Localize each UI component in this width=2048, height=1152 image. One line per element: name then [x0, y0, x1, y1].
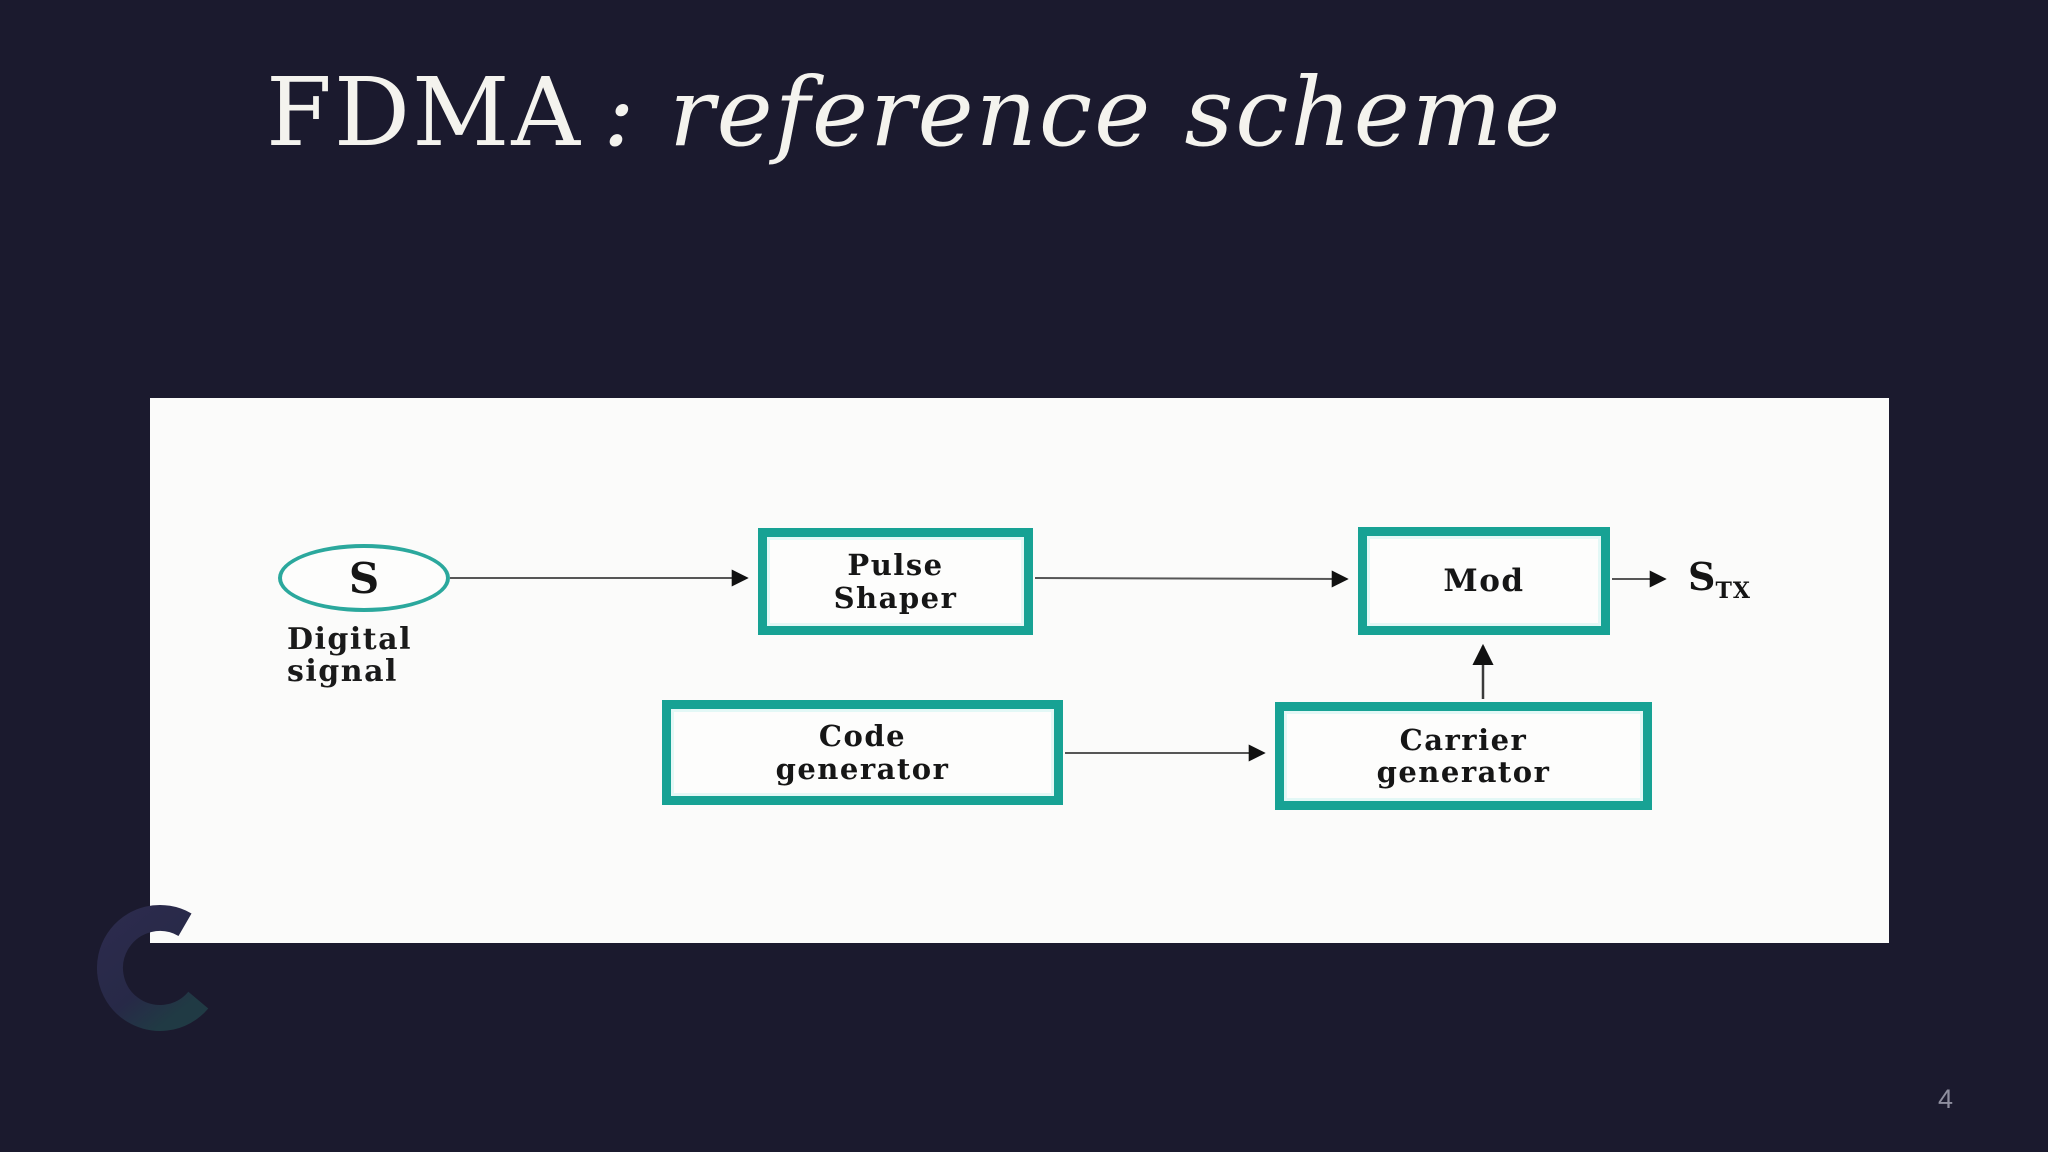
title-suffix: : reference scheme — [602, 58, 1563, 168]
block-diagram-panel: S Digital signal Pulse Shaper Mod Code g… — [150, 398, 1889, 943]
node-mod: Mod — [1358, 527, 1610, 635]
title-prefix: FDMA — [266, 58, 582, 168]
page-number: 4 — [1938, 1084, 1954, 1114]
digital-signal-caption: Digital signal — [287, 622, 412, 690]
node-source-label: S — [348, 553, 380, 603]
node-code-generator-label: Code generator — [775, 719, 950, 786]
node-mod-label: Mod — [1443, 562, 1525, 599]
node-carrier-generator-label: Carrier generator — [1376, 722, 1551, 789]
node-carrier-generator: Carrier generator — [1275, 702, 1652, 810]
output-signal-subscript: TX — [1715, 578, 1751, 604]
crescent-decoration-icon — [96, 905, 209, 1031]
node-code-generator: Code generator — [662, 700, 1063, 805]
output-signal-base: S — [1688, 554, 1716, 599]
connector-arrows — [450, 569, 1667, 762]
node-pulse-shaper-label: Pulse Shaper — [833, 548, 958, 615]
node-pulse-shaper: Pulse Shaper — [758, 528, 1033, 635]
node-digital-signal-source: S — [278, 544, 450, 612]
output-signal-label: STX — [1688, 554, 1751, 604]
page-title: FDMA: reference scheme — [266, 58, 1562, 168]
arrow-pulse-shaper-to-mod — [1034, 570, 1349, 588]
